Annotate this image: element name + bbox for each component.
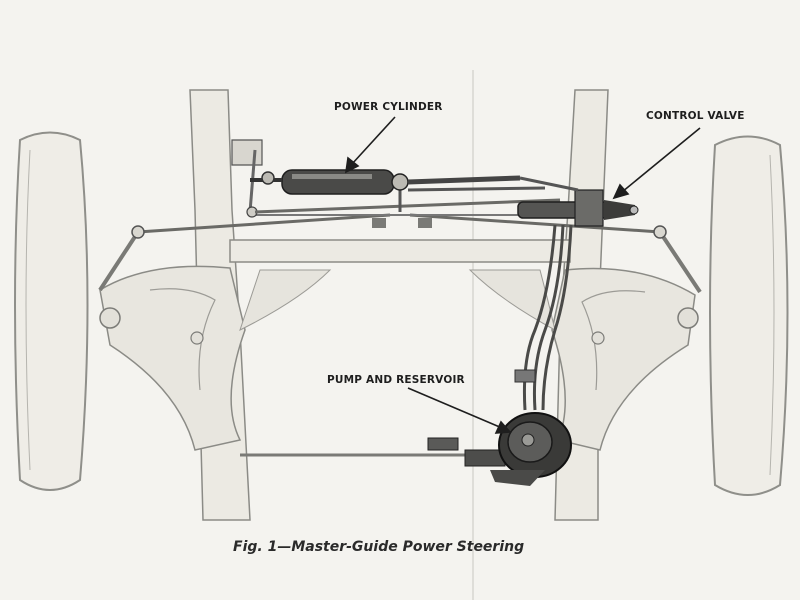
- right-tire: [709, 135, 789, 496]
- figure-caption: Fig. 1—Master-Guide Power Steering: [233, 539, 525, 555]
- steering-linkage: [231, 139, 561, 218]
- left-tire: [14, 131, 89, 491]
- callout-arrows: [344, 116, 701, 434]
- pump-and-reservoir-label: PUMP AND RESERVOIR: [327, 374, 465, 386]
- tie-rods: [98, 213, 702, 294]
- power-cylinder: [250, 169, 546, 195]
- control-valve: [517, 176, 639, 227]
- pump-and-reservoir: [240, 369, 572, 486]
- right-suspension-arm: [551, 267, 696, 451]
- control-valve-label: CONTROL VALVE: [646, 110, 745, 122]
- front-crossmember: [229, 239, 571, 263]
- power-cylinder-label: POWER CYLINDER: [334, 101, 443, 113]
- left-suspension-arm: [99, 265, 246, 451]
